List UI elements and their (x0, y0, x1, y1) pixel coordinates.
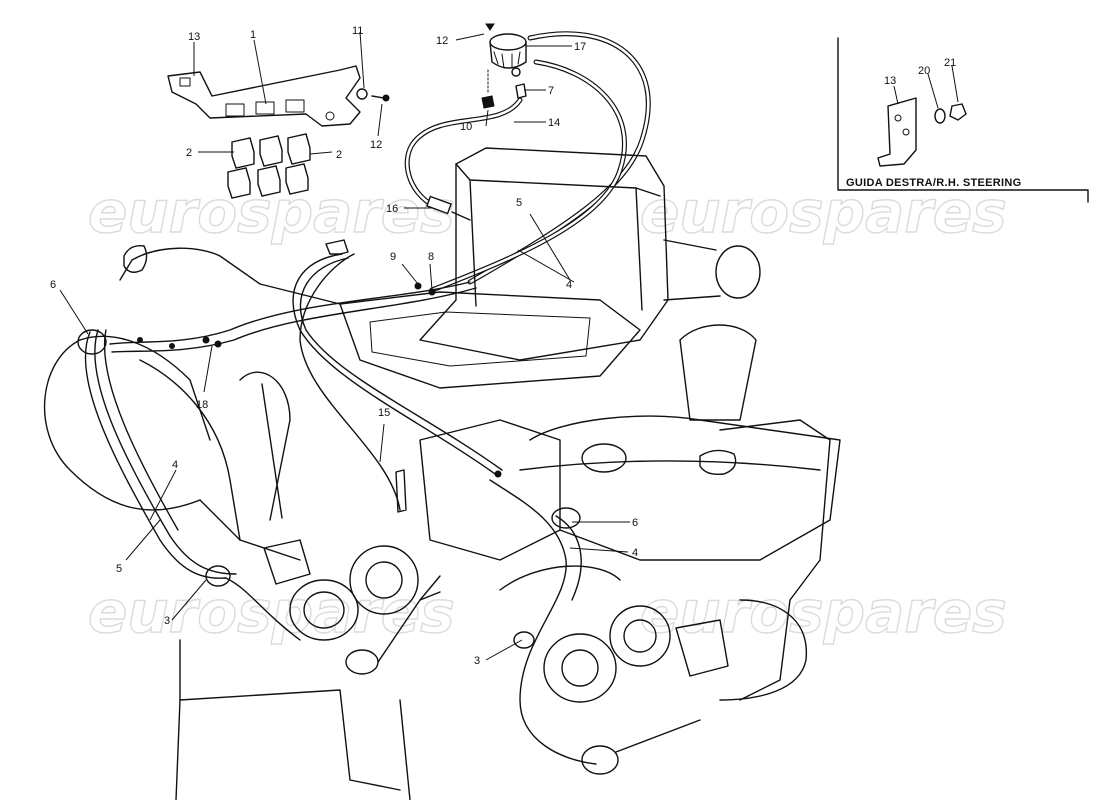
bracket-hole (325, 111, 335, 121)
vacuum-hoses (109, 31, 651, 511)
hose-clip (481, 95, 495, 109)
bracket-window-1 (225, 103, 245, 117)
bracket-slot (179, 77, 191, 87)
cam-cover-cap (123, 245, 148, 273)
callout-5-left: 5 (116, 563, 122, 575)
callout-15: 15 (378, 407, 390, 419)
valve-screw (485, 23, 495, 31)
callout-2-left: 2 (186, 147, 192, 159)
watermarks: eurospares eurospares eurospares eurospa… (87, 177, 1007, 646)
callout-12-top: 12 (436, 35, 448, 47)
rh-steering-inset: 13 20 21 GUIDA DESTRA/R.H. STEERING (837, 37, 1089, 203)
callout-3-left: 3 (164, 615, 170, 627)
callout-labels: 13 1 11 12 2 2 12 17 7 10 14 16 5 4 9 8 … (50, 25, 638, 667)
callout-13: 13 (188, 31, 200, 43)
hose-clamp-left (77, 329, 107, 355)
callout-4-top: 4 (566, 279, 572, 291)
oil-filler-cap (581, 443, 627, 473)
wastegate-hoses (77, 329, 597, 765)
callout-17: 17 (574, 41, 586, 53)
callout-10: 10 (460, 121, 472, 133)
callout-18: 18 (196, 399, 208, 411)
hose-clamp-right (551, 507, 581, 529)
leader-lines (59, 31, 630, 661)
hose-fittings (137, 282, 436, 349)
callout-7: 7 (548, 85, 554, 97)
watermark-bottom-right: eurospares (640, 578, 1007, 646)
callout-4-right: 4 (632, 547, 638, 559)
wastegate-actuator-right (581, 745, 619, 775)
inset-nut (949, 103, 967, 121)
inset-callout-13: 13 (884, 75, 896, 87)
callout-6-left: 6 (50, 279, 56, 291)
bracket-window-3 (285, 99, 305, 113)
callout-5-top: 5 (516, 197, 522, 209)
inset-callout-21: 21 (944, 57, 956, 69)
inset-callout-20: 20 (918, 65, 930, 77)
relay-lower-row (227, 163, 309, 199)
callout-12-left: 12 (370, 139, 382, 151)
callout-14: 14 (548, 117, 560, 129)
engine-block (43, 147, 841, 800)
sensor-connector (325, 239, 349, 255)
callout-8: 8 (428, 251, 434, 263)
inset-washer (934, 108, 946, 124)
callout-9: 9 (390, 251, 396, 263)
t-piece-right (513, 631, 535, 649)
relay-mounting-bracket (167, 65, 361, 127)
hose-union (426, 195, 452, 215)
hose-connector (515, 83, 527, 99)
callout-2-right: 2 (336, 149, 342, 161)
bracket-bolt-and-washer (356, 88, 390, 102)
callout-1: 1 (250, 29, 256, 41)
relay-bracket-assembly (167, 65, 390, 199)
bracket-window-2 (255, 101, 275, 115)
callout-11: 11 (352, 25, 363, 37)
inset-title: GUIDA DESTRA/R.H. STEERING (846, 177, 1021, 189)
pressure-sensor (395, 469, 407, 513)
inset-frame (837, 37, 1089, 203)
inset-bracket (877, 97, 917, 167)
watermark-top-right: eurospares (640, 178, 1007, 246)
wastegate-actuator-left (345, 649, 379, 675)
vacuum-filter-valve (481, 23, 527, 109)
relay-upper-row (231, 133, 311, 169)
intake-pipe-right (679, 324, 757, 421)
t-piece-left (205, 565, 231, 587)
callout-16: 16 (386, 203, 398, 215)
sensor-wire (325, 239, 407, 513)
air-intake-tube (715, 245, 761, 299)
turbocharger-right (543, 605, 729, 775)
callout-6-right: 6 (632, 517, 638, 529)
callout-4-left: 4 (172, 459, 178, 471)
callout-3-right: 3 (474, 655, 480, 667)
